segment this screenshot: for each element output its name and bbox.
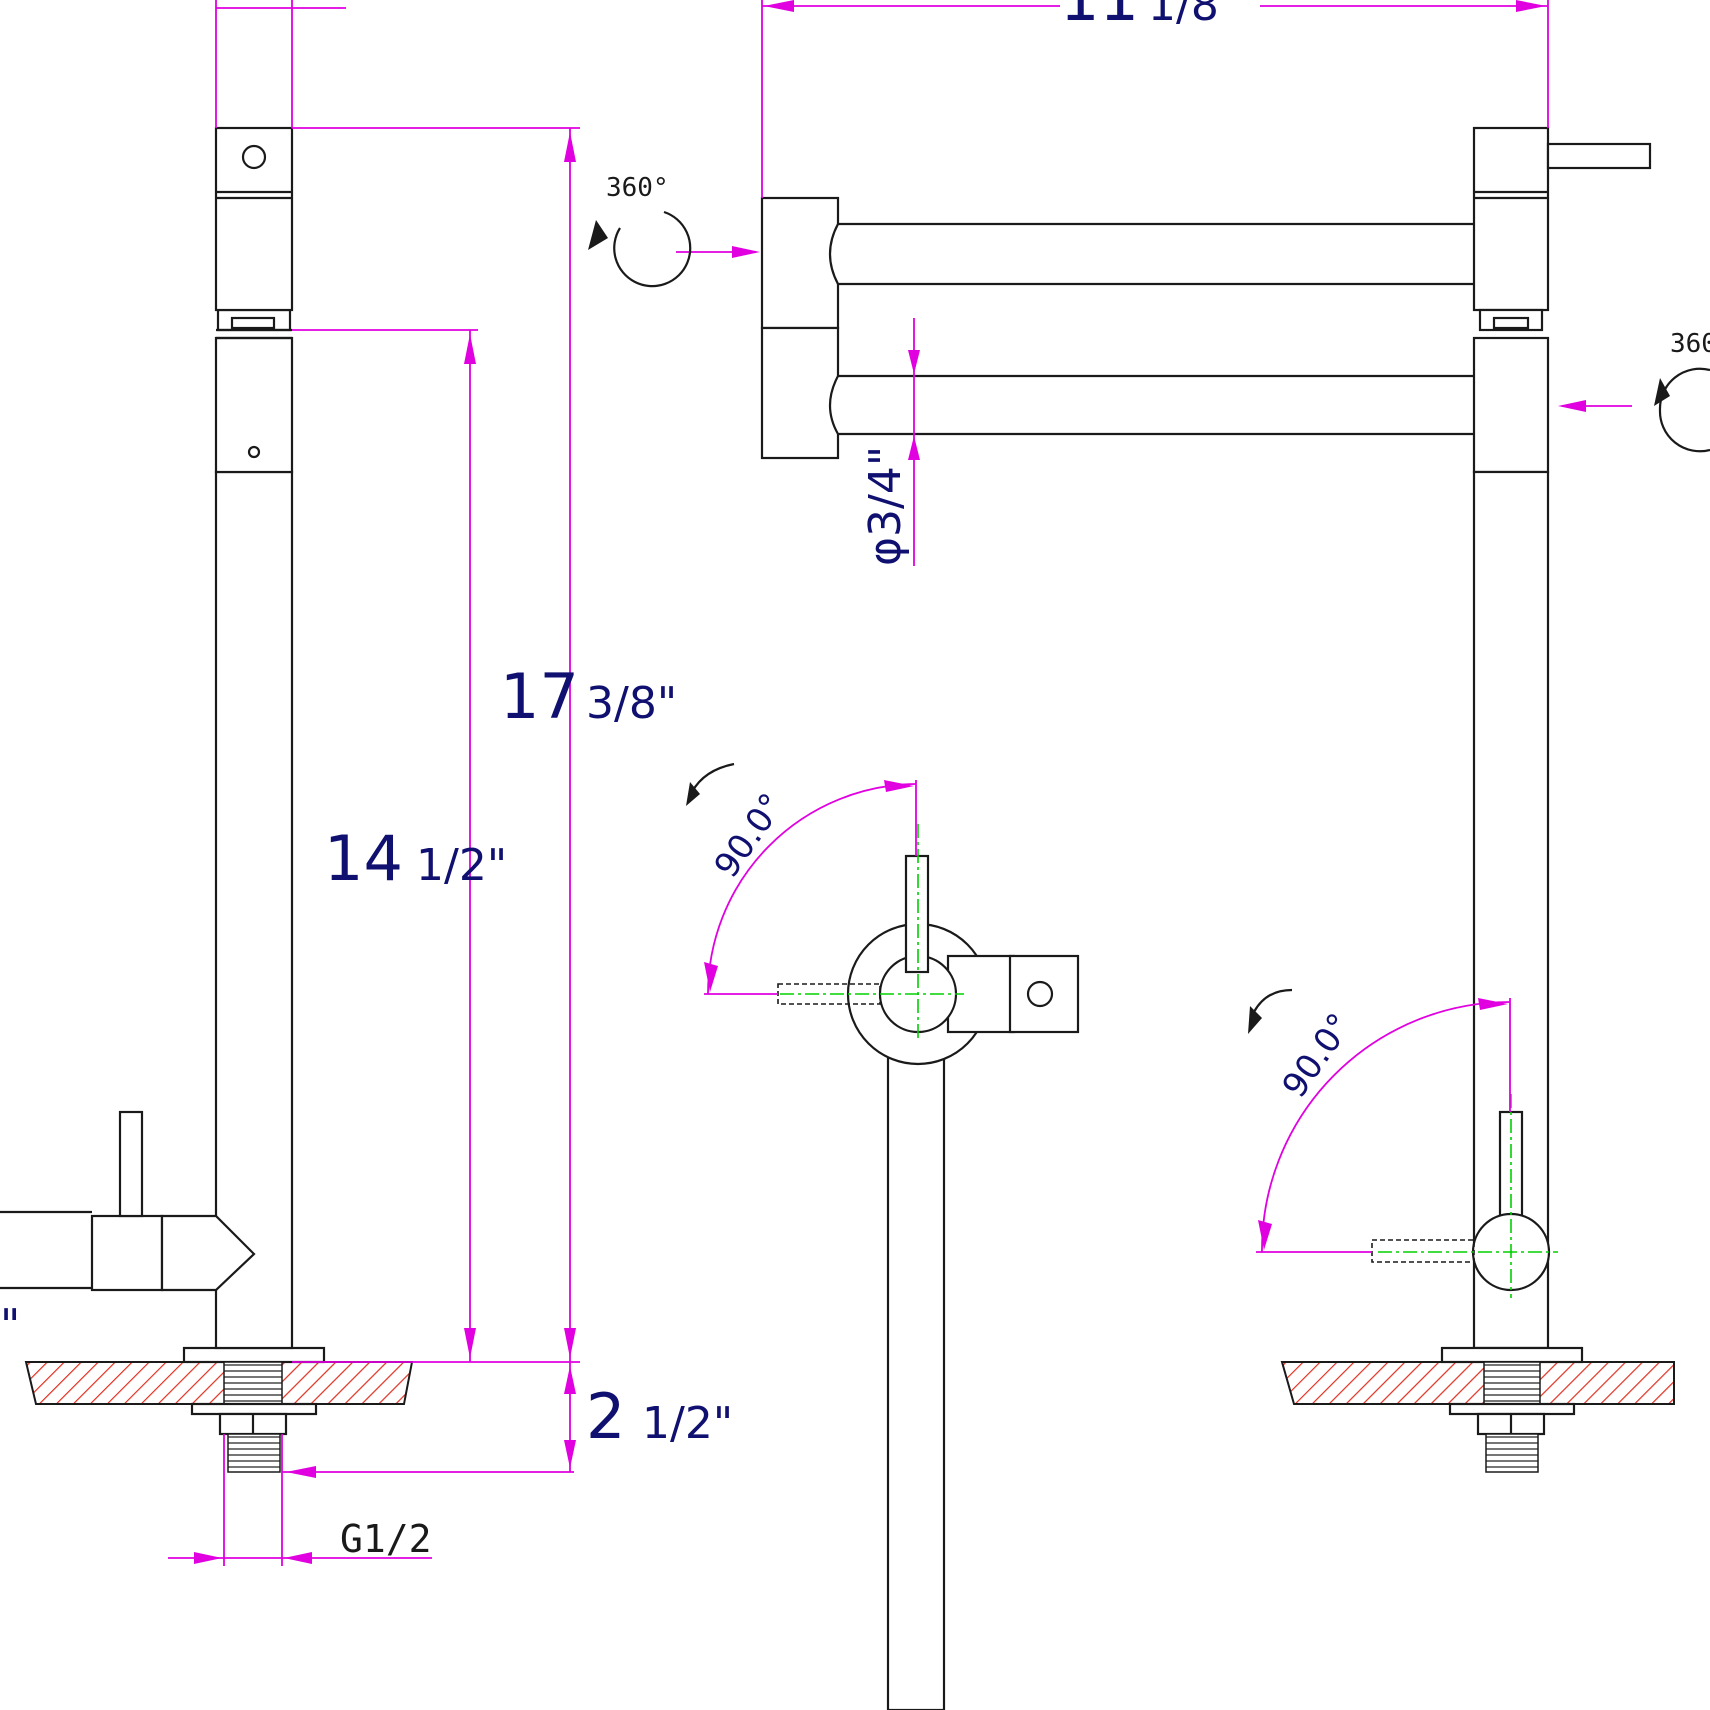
swivel-angle-right: 360 [1670, 329, 1710, 359]
arm-diameter-label: φ3/4" [860, 446, 911, 566]
right-countertop-section [1280, 1361, 1675, 1405]
top-view-handle [904, 854, 930, 974]
right-side-view [1248, 988, 1675, 1473]
right-base-flange [1440, 1346, 1584, 1364]
swivel-angle-left: 360° [606, 173, 669, 203]
left-inlet-thread [227, 1433, 281, 1473]
right-lever-rotated [1371, 1239, 1475, 1263]
handle-top-view [686, 762, 1080, 1710]
top-view-mount-hole [1026, 980, 1054, 1008]
left-head-pivot [241, 144, 267, 170]
right-washer [1448, 1402, 1576, 1416]
top-view-spout-arm [886, 1022, 946, 1710]
right-inlet-thread [1485, 1433, 1539, 1473]
left-side-view [0, 126, 414, 1473]
arm-reach-fraction: 1/8" [1148, 0, 1239, 31]
left-valve-spout [160, 1214, 256, 1292]
overall-height-whole: 17 [500, 660, 579, 733]
front-spout-tip [1546, 142, 1652, 170]
left-edge-inch-mark: " [0, 1300, 20, 1351]
left-base-flange [182, 1346, 326, 1364]
left-valve-lever [118, 1110, 144, 1218]
left-dimensions [168, 0, 580, 1566]
handle-angle-side-view: 90.0° [1275, 1006, 1361, 1105]
thread-size-label: G1/2 [340, 1517, 432, 1561]
spout-height-fraction: 1/2" [416, 840, 507, 891]
front-right-head [1472, 126, 1550, 312]
top-view-mount-block [1008, 954, 1080, 1034]
left-riser-tube [214, 470, 294, 1350]
left-countertop-section [24, 1361, 414, 1405]
spout-height-whole: 14 [324, 822, 403, 895]
front-left-swivel-block [760, 196, 840, 330]
swivel-rotation-left-icon [588, 210, 692, 288]
shank-length-whole: 2 [586, 1380, 625, 1453]
left-shank-threads [223, 1361, 283, 1405]
left-set-screw [247, 445, 261, 459]
front-lower-arm [828, 374, 1484, 436]
front-upper-arm [828, 222, 1484, 286]
left-washer [190, 1402, 318, 1416]
arm-reach-whole: 11 [1060, 0, 1139, 35]
overall-height-fraction: 3/8" [586, 678, 677, 729]
front-right-riser [1472, 336, 1550, 474]
right-shank-threads [1483, 1361, 1541, 1405]
shank-length-fraction: 1/2" [642, 1398, 733, 1449]
left-valve-body [90, 1214, 164, 1292]
swivel-rotation-right-icon [1654, 367, 1710, 453]
